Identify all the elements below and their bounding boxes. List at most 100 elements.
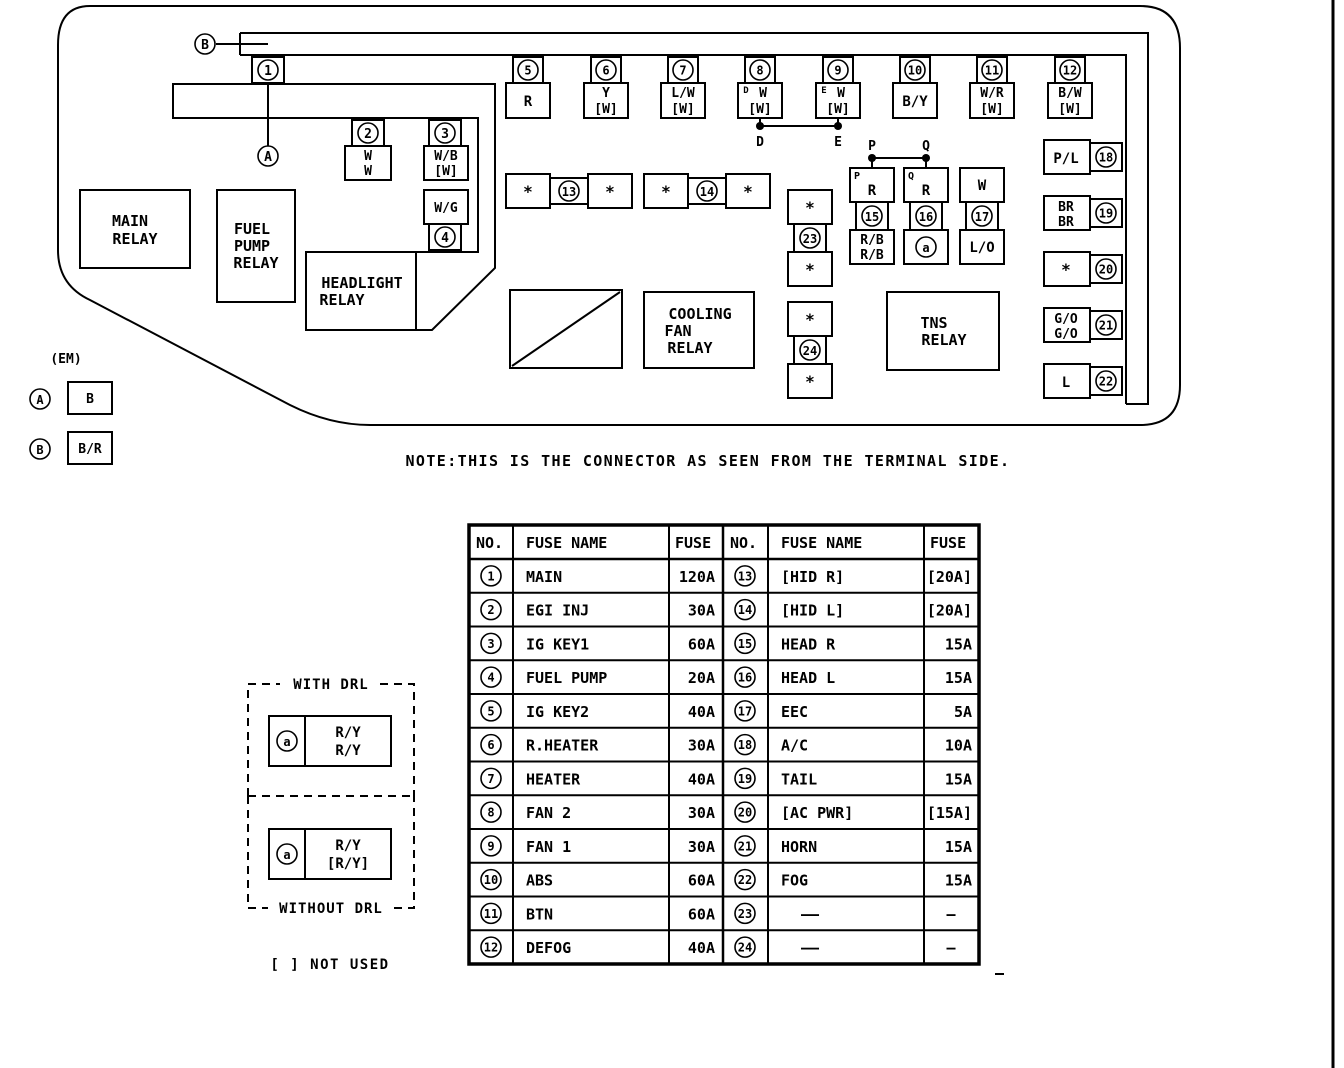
- svg-text:*: *: [805, 198, 815, 217]
- svg-text:W: W: [978, 178, 987, 194]
- wire-color: G/O: [1054, 312, 1078, 327]
- fuse-rating: [20A]: [927, 602, 972, 620]
- svg-text:P: P: [854, 171, 860, 182]
- fuse-rating: [20A]: [927, 568, 972, 586]
- column-header: FUSE NAME: [526, 534, 607, 552]
- fuse-rating: [15A]: [927, 804, 972, 822]
- fuse-number: 8: [756, 64, 763, 78]
- svg-text:3: 3: [441, 127, 449, 142]
- wire-color-alt: BR: [1058, 215, 1074, 230]
- svg-text:FUEL: FUEL: [234, 220, 270, 238]
- fuse-name: IG KEY1: [526, 635, 589, 653]
- fuse-rating: —: [946, 939, 956, 957]
- svg-text:13: 13: [562, 185, 576, 199]
- wire-color: Y: [602, 86, 610, 101]
- fuse-22: 22L: [1043, 363, 1123, 399]
- fuel-pump-relay: FUEL PUMP RELAY: [216, 189, 296, 303]
- terminal-tag: D: [743, 86, 749, 96]
- fuse-rating: 60A: [688, 872, 715, 890]
- svg-text:R/B: R/B: [860, 233, 884, 248]
- fuse-number: 7: [679, 64, 686, 78]
- fuse-number: 22: [1099, 375, 1113, 389]
- fuse-number: 10: [908, 64, 922, 78]
- fuse-rating: 15A: [945, 635, 972, 653]
- fuse-name: HEAD R: [781, 635, 836, 653]
- fuse-number: 13: [738, 569, 752, 583]
- svg-text:COOLING: COOLING: [668, 305, 731, 323]
- wire-color-alt: G/O: [1054, 327, 1078, 342]
- svg-text:FAN: FAN: [664, 322, 691, 340]
- fuse-name: HORN: [781, 838, 817, 856]
- fuse-number: 9: [834, 64, 841, 78]
- fuse-number: 10: [484, 873, 498, 887]
- label-q: Q: [922, 139, 930, 154]
- wire-color-alt: [W]: [594, 102, 617, 117]
- em-legend-row-a: A B: [29, 381, 113, 415]
- svg-text:14: 14: [700, 185, 714, 199]
- fuse-14: * 14 *: [643, 173, 771, 209]
- fuse-3: 3 W/B [W]: [423, 119, 469, 181]
- wire-color: B/Y: [902, 94, 928, 110]
- svg-text:R: R: [868, 183, 877, 199]
- terminal-side-note: NOTE:THIS IS THE CONNECTOR AS SEEN FROM …: [406, 452, 1011, 470]
- svg-text:[W]: [W]: [434, 164, 457, 179]
- svg-text:17: 17: [975, 210, 989, 224]
- wire-color: L/W: [671, 86, 695, 101]
- fuse-number: 21: [1099, 319, 1113, 333]
- fuse-number: 3: [487, 637, 494, 651]
- fuse-number: 6: [487, 738, 494, 752]
- fuse-number: 7: [487, 772, 494, 786]
- fuse-rating: 15A: [945, 770, 972, 788]
- svg-text:a: a: [283, 735, 290, 749]
- svg-text:R/Y: R/Y: [335, 838, 361, 854]
- svg-text:15: 15: [865, 210, 879, 224]
- not-used-note: [ ] NOT USED: [270, 957, 389, 973]
- terminal-tag: E: [821, 86, 826, 96]
- svg-text:W/B: W/B: [434, 149, 458, 164]
- fuse-number: 5: [487, 704, 494, 718]
- wire-color: *: [1061, 260, 1071, 279]
- fuse-12: 12B/W[W]: [1047, 56, 1093, 119]
- fuse-24: * 24 *: [787, 301, 833, 399]
- svg-text:PUMP: PUMP: [234, 237, 270, 255]
- fuse-block-outline: [57, 5, 1181, 426]
- fuse-rating: 30A: [688, 804, 715, 822]
- fuse-10: 10B/Y: [892, 56, 938, 119]
- fuse-1: 1: [251, 56, 285, 84]
- fuse-name: [AC PWR]: [781, 804, 853, 822]
- with-drl-connector: a R/Y R/Y: [268, 715, 392, 767]
- label-d: D: [756, 135, 764, 150]
- svg-text:B: B: [86, 392, 94, 407]
- fuse-rating: 15A: [945, 669, 972, 687]
- fuse-13: * 13 *: [505, 173, 633, 209]
- fuse-number: 18: [738, 738, 752, 752]
- fuse-rating: 120A: [679, 568, 715, 586]
- em-legend-title: (EM): [50, 352, 81, 367]
- fuse-name: EEC: [781, 703, 808, 721]
- without-drl-label: WITHOUT DRL: [279, 901, 383, 917]
- fuse-23: * 23 *: [787, 189, 833, 287]
- fuse-number: 11: [484, 907, 498, 921]
- fuse-name: FAN 1: [526, 838, 571, 856]
- fuse-number: 18: [1099, 151, 1113, 165]
- fuse-rating: 40A: [688, 770, 715, 788]
- wire-color: W: [759, 86, 767, 101]
- fuse-rating: 5A: [954, 703, 972, 721]
- fuse-number: 23: [738, 907, 752, 921]
- svg-text:4: 4: [441, 231, 449, 246]
- fuse-number: 14: [738, 603, 752, 617]
- svg-text:R/B: R/B: [860, 248, 884, 263]
- svg-text:*: *: [805, 310, 815, 329]
- fuse-rating: 30A: [688, 602, 715, 620]
- fuse-name: R.HEATER: [526, 737, 599, 755]
- fuse-name: ——: [801, 905, 820, 923]
- svg-text:TNS: TNS: [920, 314, 947, 332]
